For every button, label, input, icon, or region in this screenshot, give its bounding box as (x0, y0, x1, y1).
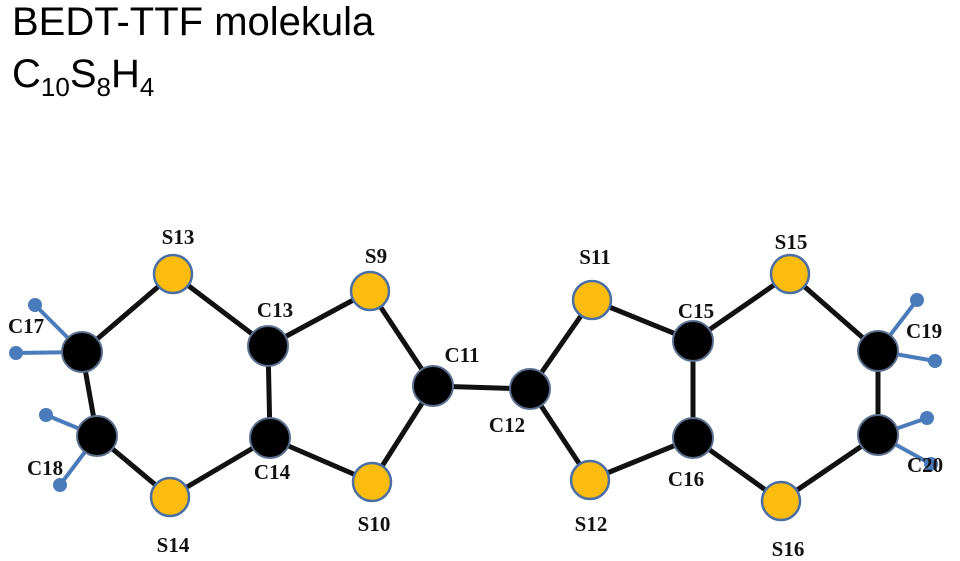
bond-layer (79, 271, 881, 504)
formula-subscript: 8 (96, 72, 111, 102)
sulfur-atom-S9 (349, 270, 391, 312)
carbon-atom-C17 (61, 331, 103, 373)
carbon-atom-C12 (509, 368, 551, 410)
carbon-atom-C14 (249, 417, 291, 459)
sulfur-atom-S10 (351, 461, 393, 503)
diagram-title: BEDT-TTF molekula (12, 0, 375, 44)
carbon-atom-C13 (247, 325, 289, 367)
hydrogen-atom-C17-2 (9, 346, 23, 360)
atom-label-C16: C16 (668, 467, 704, 491)
carbon-atom-C20 (857, 414, 899, 456)
atom-label-C18: C18 (27, 456, 63, 480)
formula-element: H (110, 52, 140, 96)
sulfur-atom-S16 (760, 480, 802, 522)
atom-label-S13: S13 (162, 225, 195, 249)
sulfur-atom-S12 (569, 459, 611, 501)
carbon-atom-C11 (412, 365, 454, 407)
atom-label-S11: S11 (579, 245, 611, 269)
chemical-formula: C10S8H4 (12, 50, 154, 100)
hydrogen-atom-C20-2 (924, 457, 938, 471)
atom-label-S14: S14 (157, 533, 190, 557)
carbon-atom-C15 (672, 320, 714, 362)
atom-label-S9: S9 (365, 244, 387, 268)
atom-label-C12: C12 (489, 413, 525, 437)
hydrogen-atom-C18-2 (53, 478, 67, 492)
atom-label-C13: C13 (257, 298, 293, 322)
hydrogen-atom-C19-2 (928, 354, 942, 368)
hydrogen-atom-C18-1 (39, 408, 53, 422)
carbon-atom-C16 (672, 417, 714, 459)
formula-subscript: 10 (40, 72, 70, 102)
hydrogen-bond-layer (9, 293, 942, 492)
sulfur-atom-S14 (149, 476, 191, 518)
hydrogen-atom-C19-1 (910, 293, 924, 307)
atom-layer (61, 253, 899, 522)
atom-label-C11: C11 (444, 343, 479, 367)
hydrogen-atom-C20-1 (920, 411, 934, 425)
atom-label-C19: C19 (906, 319, 942, 343)
sulfur-atom-S11 (571, 279, 613, 321)
atom-label-S16: S16 (772, 537, 805, 561)
atom-label-C15: C15 (678, 299, 714, 323)
atom-label-S10: S10 (358, 512, 391, 536)
carbon-atom-C19 (857, 330, 899, 372)
atom-label-C20: C20 (907, 453, 943, 477)
atom-label-S15: S15 (775, 230, 808, 254)
formula-element: C (12, 52, 41, 96)
atom-label-S12: S12 (575, 512, 608, 536)
formula-element: S (69, 52, 97, 96)
sulfur-atom-S13 (152, 253, 194, 295)
hydrogen-atom-C17-1 (28, 298, 42, 312)
atom-label-C17: C17 (8, 314, 44, 338)
formula-subscript: 4 (139, 72, 155, 102)
atom-label-C14: C14 (254, 460, 291, 484)
sulfur-atom-S15 (769, 253, 811, 295)
carbon-atom-C18 (76, 415, 118, 457)
